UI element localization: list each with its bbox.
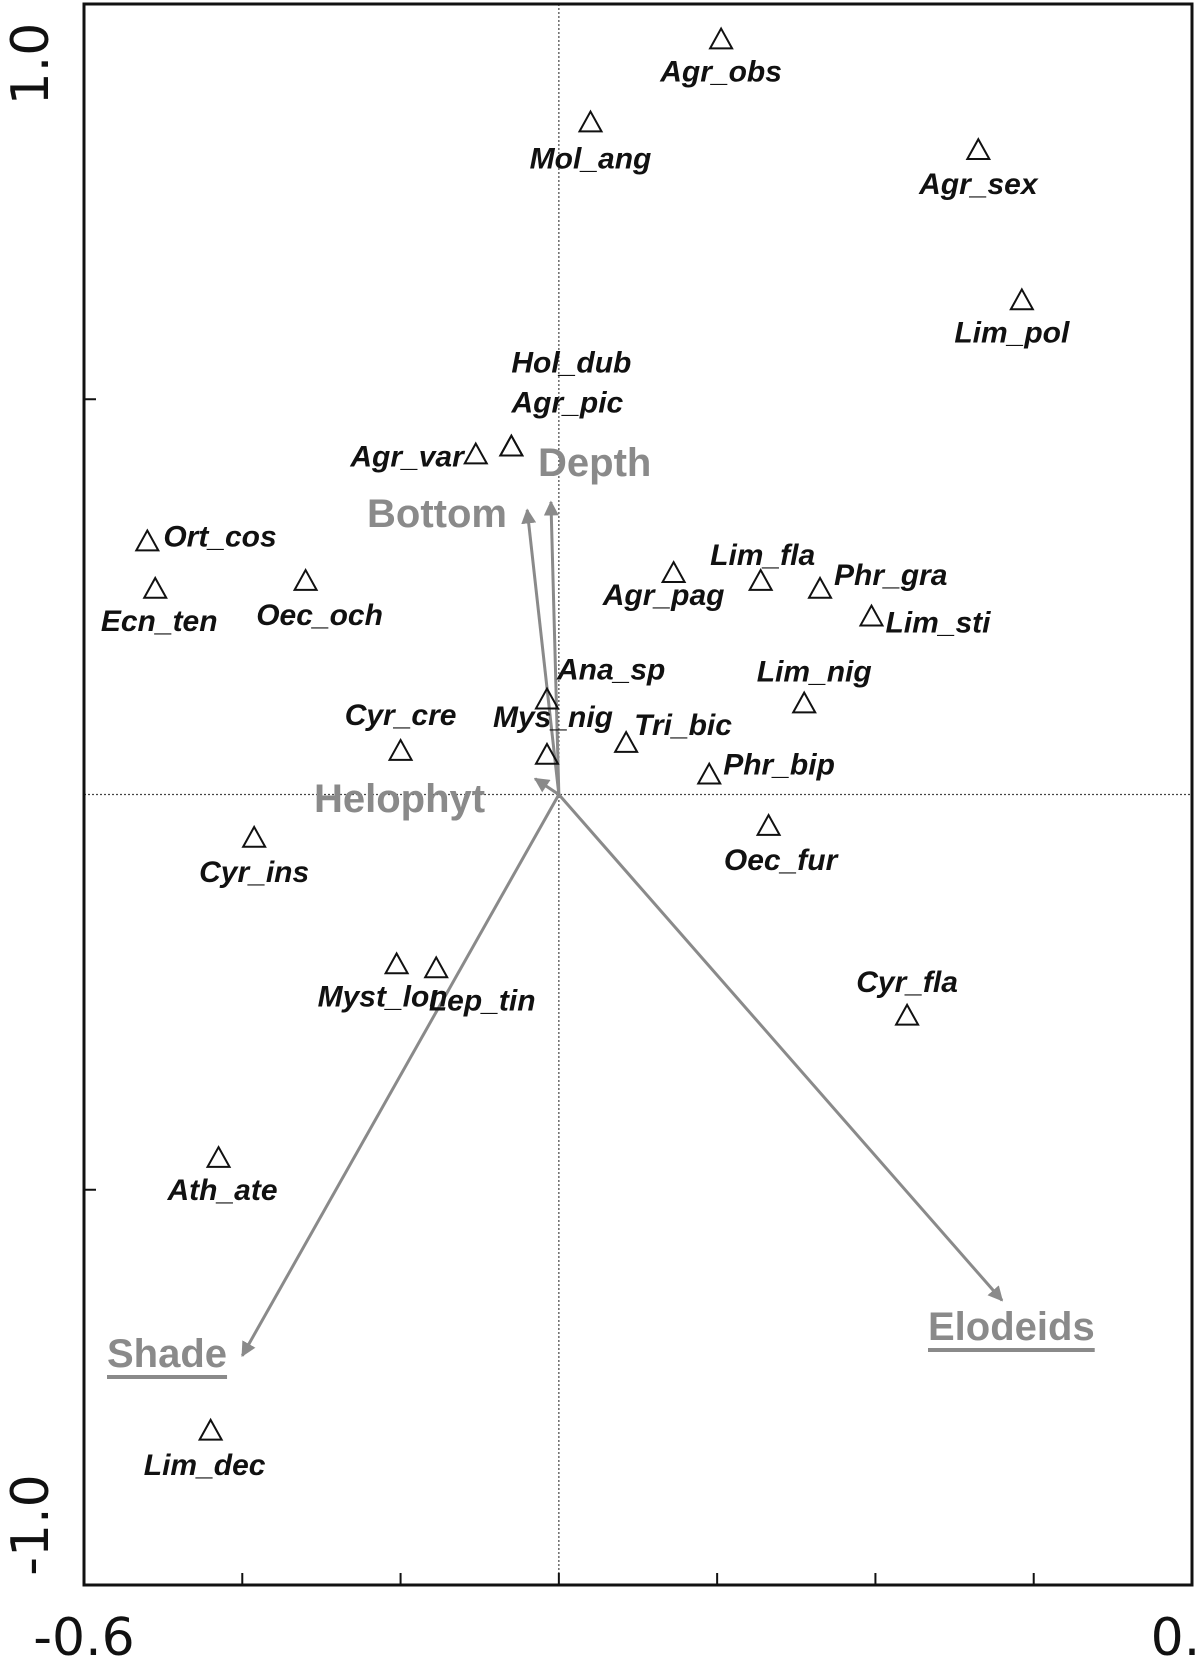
species-point-lep_tin [423, 955, 449, 979]
species-label-oec_fur: Oec_fur [724, 844, 840, 877]
species-point-lim_sti [858, 603, 885, 627]
species-label-lim_dec: Lim_dec [144, 1449, 266, 1482]
species-point-phr_gra [807, 575, 833, 599]
arrow-bottom [521, 508, 561, 795]
environmental-arrows [240, 500, 1004, 1358]
species-point-mol_ang [577, 109, 604, 133]
species-point-ana_sp [534, 686, 560, 710]
species-label-hol_dub: Hol_dub [511, 347, 631, 380]
species-label-phr_bip: Phr_bip [723, 749, 835, 782]
species-label-myst_lon: Myst_lon [318, 980, 448, 1013]
species-point-phr_bip [696, 761, 722, 785]
x-tick-label: -0.6 [33, 1608, 134, 1668]
species-label-mys_nig: Mys_nig [493, 701, 613, 734]
species-label-agr_var: Agr_var [349, 441, 466, 474]
x-tick-label: 0.8 [1151, 1608, 1200, 1668]
species-label-ecn_ten: Ecn_ten [101, 605, 218, 638]
species-label-agr_sex: Agr_sex [918, 168, 1039, 201]
species-label-agr_pag: Agr_pag [602, 579, 725, 612]
species-label-lim_sti: Lim_sti [885, 607, 991, 640]
variable-label-shade: Shade [107, 1332, 227, 1376]
species-point-ecn_ten [142, 575, 168, 599]
species-point-oec_och [292, 568, 319, 591]
species-point-mys_nig [534, 741, 560, 765]
y-tick-label: 1.0 [1, 23, 61, 106]
species-point-ort_cos [134, 528, 161, 552]
arrow-depth [543, 500, 561, 795]
species-point-cyr_cre [387, 737, 414, 761]
y-tick-label: -1.0 [1, 1474, 61, 1575]
species-point-agr_sex [965, 137, 992, 161]
species-point-lim_nig [791, 690, 817, 714]
variable-label-bottom: Bottom [367, 492, 507, 536]
species-point-cyr_ins [241, 824, 267, 848]
species-label-cyr_cre: Cyr_cre [345, 699, 457, 732]
variable-label-depth: Depth [538, 441, 651, 485]
species-label-ath_ate: Ath_ate [167, 1174, 278, 1207]
species-point-ath_ate [205, 1145, 232, 1168]
variable-label-elodeids: Elodeids [928, 1305, 1095, 1349]
species-label-mol_ang: Mol_ang [530, 143, 652, 176]
species-point-agr_var [463, 441, 489, 465]
species-point-tri_bic [613, 730, 639, 753]
species-label-phr_gra: Phr_gra [834, 559, 947, 592]
species-point-agr_pic [498, 433, 525, 457]
species-label-lim_nig: Lim_nig [757, 656, 872, 689]
species-label-ort_cos: Ort_cos [163, 521, 276, 554]
species-label-oec_och: Oec_och [256, 599, 383, 632]
species-label-agr_pic: Agr_pic [511, 387, 624, 420]
species-label-agr_obs: Agr_obs [659, 56, 782, 89]
species-label-lim_pol: Lim_pol [954, 316, 1070, 349]
arrow-shade [240, 793, 561, 1358]
arrow-elodeids [557, 793, 1004, 1302]
species-points [134, 26, 1035, 1441]
species-label-cyr_fla: Cyr_fla [856, 966, 958, 999]
species-point-lim_fla [747, 568, 774, 591]
species-point-myst_lon [383, 951, 410, 975]
species-point-agr_obs [708, 26, 734, 50]
species-point-lim_dec [197, 1417, 224, 1441]
species-label-cyr_ins: Cyr_ins [199, 856, 309, 889]
arrow-helophyt [533, 777, 560, 796]
variable-label-helophyt: Helophyt [314, 777, 485, 821]
species-point-lim_pol [1009, 287, 1035, 311]
species-label-ana_sp: Ana_sp [556, 654, 665, 687]
species-label-lep_tin: Lep_tin [429, 984, 536, 1017]
species-point-hol_dub [498, 433, 525, 457]
species-label-lim_fla: Lim_fla [710, 539, 815, 572]
species-point-cyr_fla [894, 1002, 920, 1026]
species-point-oec_fur [755, 813, 782, 836]
species-point-agr_pag [660, 560, 687, 583]
species-label-tri_bic: Tri_bic [634, 709, 732, 742]
plot-frame [82, 2, 1194, 1587]
